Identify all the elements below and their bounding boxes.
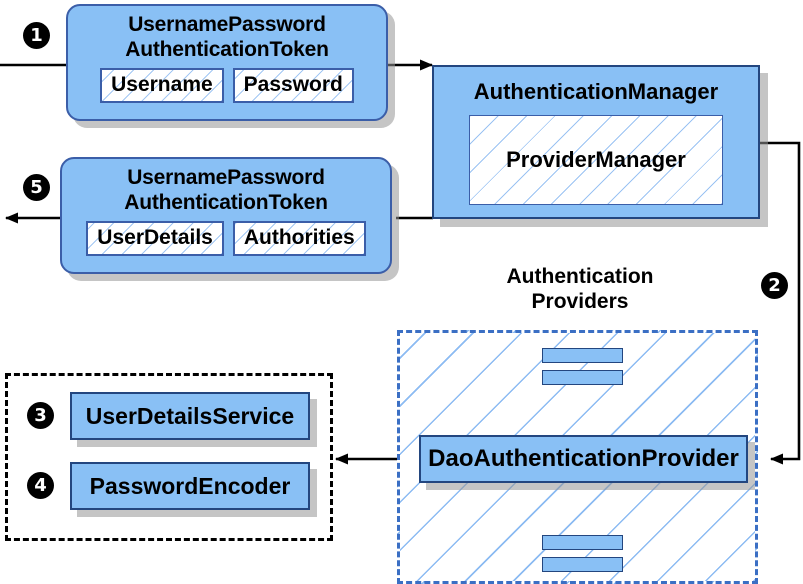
request-token-fields: Username Password (100, 68, 354, 103)
provider-bar-top-2 (542, 370, 623, 385)
provider-manager-box[interactable]: ProviderManager (469, 115, 723, 205)
step-bullet-4: 4 (27, 472, 54, 499)
field-userdetails[interactable]: UserDetails (86, 221, 224, 256)
step-bullet-5: 5 (23, 174, 50, 201)
field-username[interactable]: Username (100, 68, 224, 103)
step-bullet-2: 2 (761, 272, 788, 299)
response-token-title-line2: AuthenticationToken (124, 191, 328, 214)
step-bullet-3: 3 (27, 402, 54, 429)
dao-authentication-provider-box[interactable]: DaoAuthenticationProvider (419, 435, 748, 483)
provider-bar-bottom-2 (542, 557, 623, 572)
authentication-manager-title: AuthenticationManager (473, 79, 719, 104)
response-token-box[interactable]: UsernamePassword AuthenticationToken Use… (60, 157, 392, 274)
request-token-title-line2: AuthenticationToken (125, 38, 329, 61)
authentication-manager-box[interactable]: AuthenticationManager ProviderManager (432, 65, 760, 219)
password-encoder-box[interactable]: PasswordEncoder (70, 462, 310, 510)
providers-caption-line1: Authentication (506, 265, 654, 288)
request-token-title-line1: UsernamePassword (128, 13, 326, 36)
response-token-title: UsernamePassword AuthenticationToken (124, 165, 328, 215)
response-token-title-line1: UsernamePassword (127, 166, 325, 189)
providers-caption: Authentication Providers (455, 264, 705, 314)
step-bullet-1: 1 (23, 22, 50, 49)
user-details-service-box[interactable]: UserDetailsService (70, 392, 310, 440)
providers-caption-line2: Providers (531, 290, 629, 313)
provider-bar-bottom-1 (542, 535, 623, 550)
request-token-box[interactable]: UsernamePassword AuthenticationToken Use… (66, 4, 388, 121)
arrow-manager-to-providers (760, 141, 801, 465)
provider-bar-top-1 (542, 348, 623, 363)
field-authorities[interactable]: Authorities (232, 221, 366, 256)
field-password[interactable]: Password (232, 68, 354, 103)
request-token-title: UsernamePassword AuthenticationToken (125, 12, 329, 62)
response-token-fields: UserDetails Authorities (86, 221, 366, 256)
